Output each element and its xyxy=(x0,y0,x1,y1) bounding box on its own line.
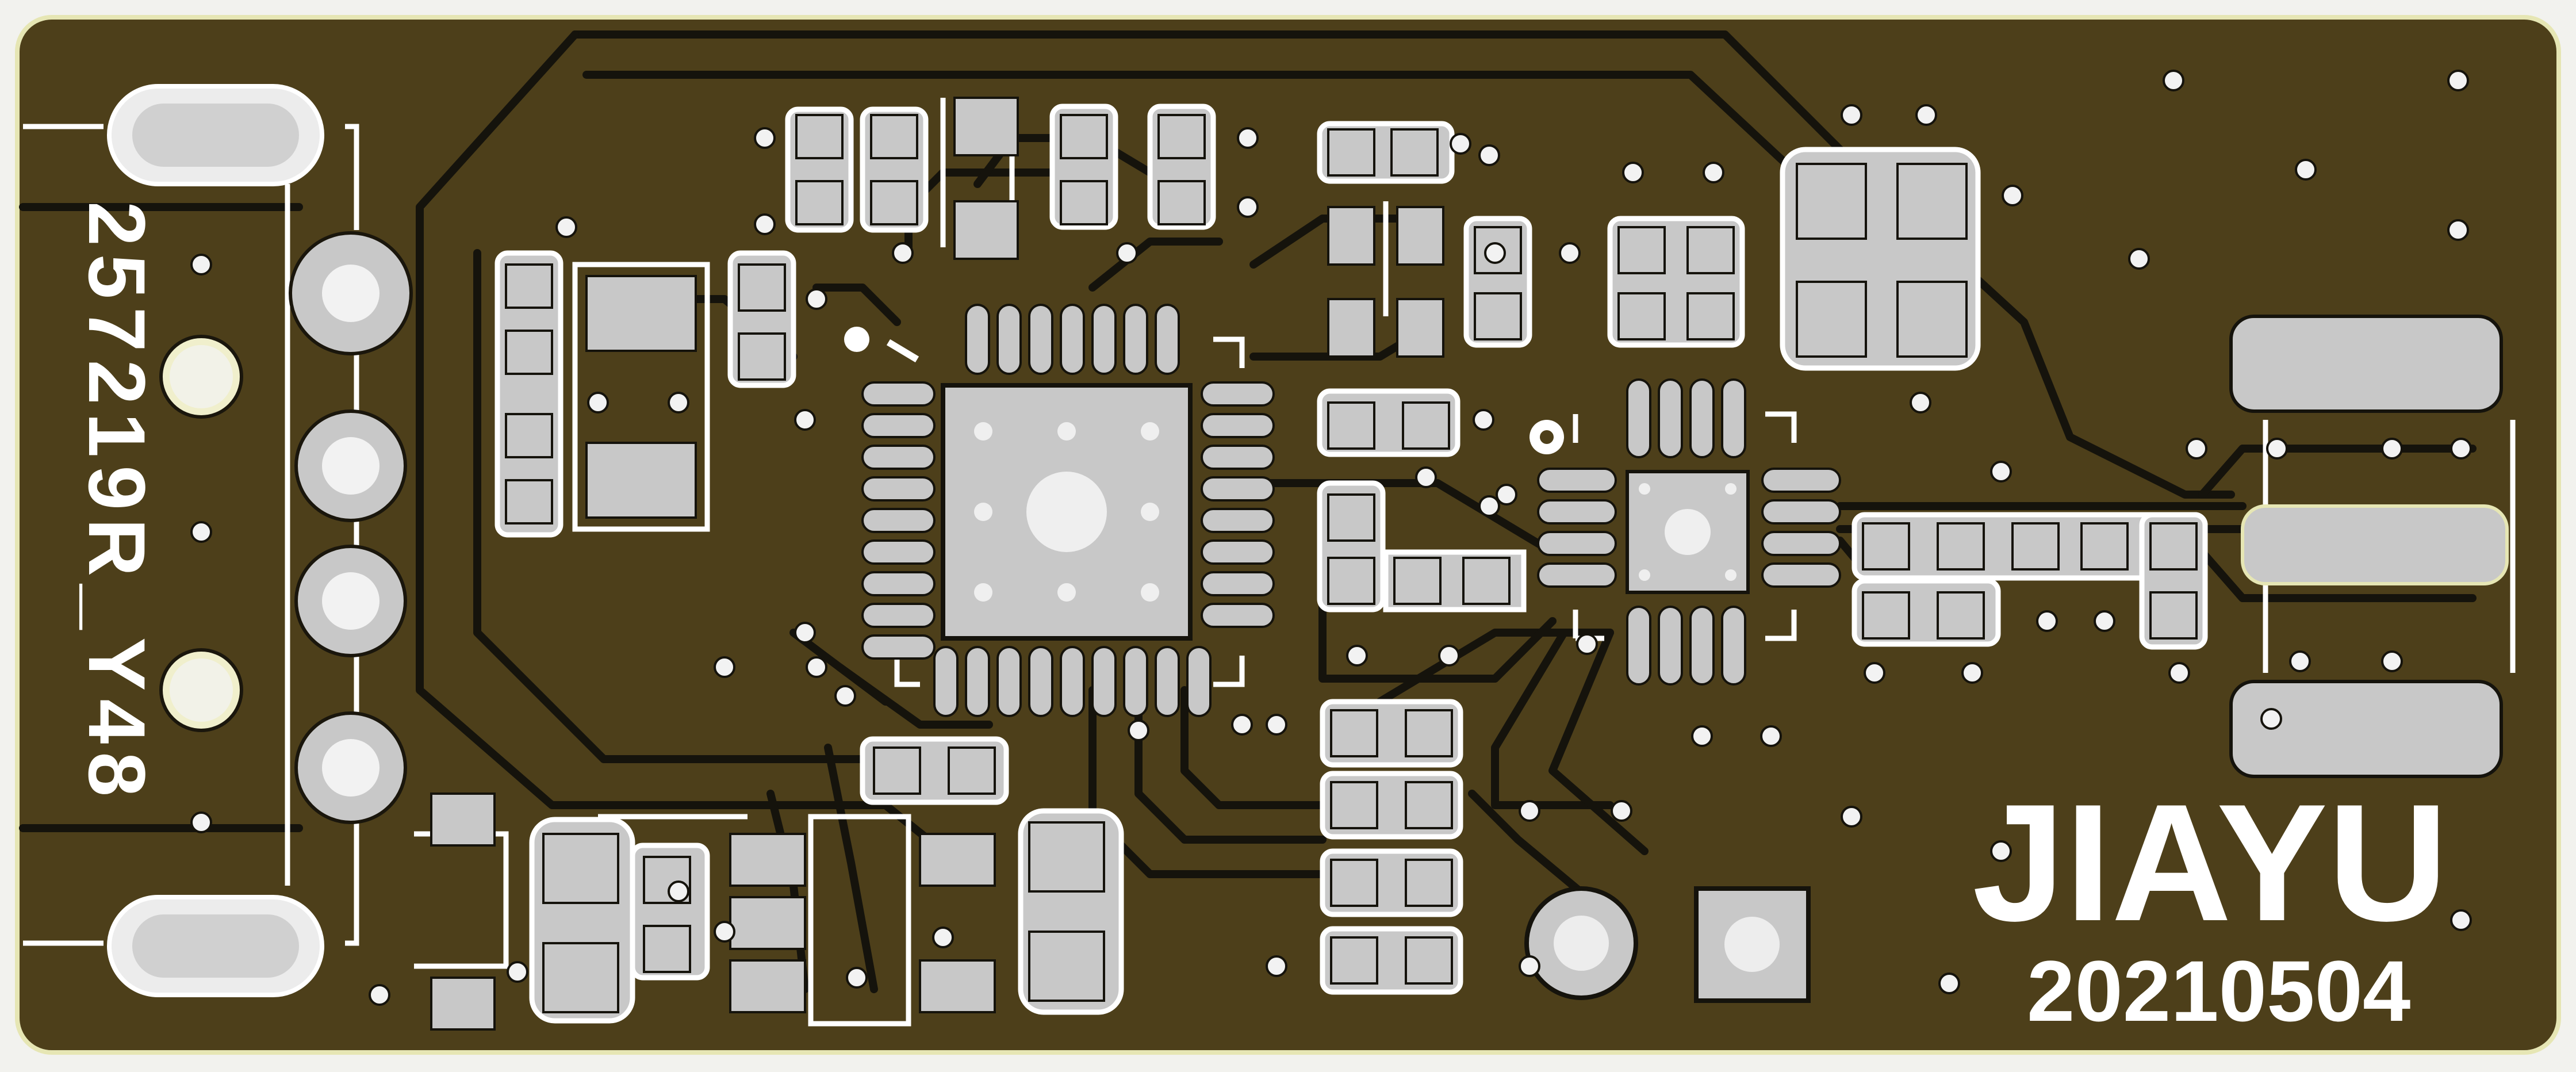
vias xyxy=(190,70,2472,1006)
usb-connector xyxy=(107,84,324,997)
antenna-pads xyxy=(2229,315,2509,778)
part-number-label: 257219R_Y48 xyxy=(72,201,162,805)
main-ic xyxy=(844,304,1275,717)
rf-ic xyxy=(1529,378,1841,686)
usb-pins xyxy=(159,231,413,824)
header-pins xyxy=(1524,886,1811,1003)
brand-label: JIAYU xyxy=(1972,769,2448,956)
plain-pads xyxy=(430,97,2198,1031)
date-code-label: 20210504 xyxy=(2027,943,2410,1039)
